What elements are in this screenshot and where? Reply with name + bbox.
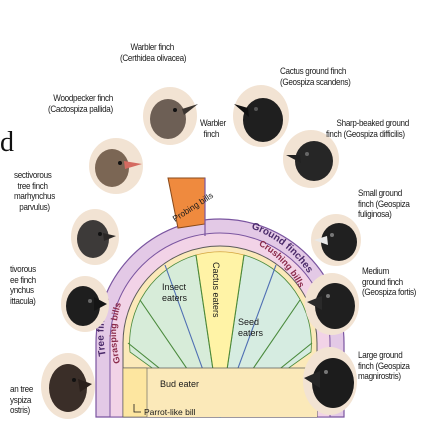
large-insectivorous-tree-finch-bird bbox=[60, 275, 110, 333]
medium-ground-finch-label: Medium ground finch (Geospiza fortis) bbox=[362, 266, 416, 298]
cactus-ground-finch-label: Cactus ground finch (Geospiza scandens) bbox=[280, 66, 351, 87]
insect-eaters-label-line2: eaters bbox=[162, 293, 188, 303]
woodpecker-finch-label: Woodpecker finch (Cactospiza pallida) bbox=[48, 93, 113, 114]
large-insectivorous-label: tivorous ee finch ynchus ittacula) bbox=[10, 264, 36, 306]
vegetarian-tree-finch-label: an tree yspiza ostris) bbox=[10, 384, 33, 416]
small-ground-finch-bird bbox=[310, 213, 362, 267]
warbler-finch-top-label: Warbler finch (Certhidea olivacea) bbox=[120, 42, 186, 63]
cactus-eaters-label: Cactus eaters bbox=[211, 262, 221, 318]
warbler-finch-top-bird bbox=[142, 86, 200, 146]
seed-eaters-label-line2: eaters bbox=[238, 328, 264, 338]
woodpecker-finch-bird bbox=[88, 137, 144, 195]
parrot-bill-label: Parrot-like bill bbox=[144, 407, 196, 417]
medium-ground-finch-bird bbox=[304, 272, 360, 336]
small-insectivorous-tree-finch-bird bbox=[70, 208, 120, 266]
bud-eater-label: Bud eater bbox=[160, 379, 199, 389]
large-ground-finch-label: Large ground finch (Geospiza magnirostri… bbox=[358, 350, 410, 382]
small-insectivorous-label: sectivorous tree finch marhynchus parvul… bbox=[14, 170, 55, 212]
large-ground-finch-bird bbox=[302, 346, 358, 416]
small-ground-finch-label: Small ground finch (Geospiza fuliginosa) bbox=[358, 188, 410, 220]
seed-eaters-label-line1: Seed bbox=[238, 317, 259, 327]
insect-eaters-label-line1: Insect bbox=[162, 282, 187, 292]
warbler-finch-mid-label: Warbler finch bbox=[200, 118, 226, 139]
vegetarian-tree-finch-bird bbox=[40, 352, 96, 420]
sharp-beaked-label: Sharp-beaked ground finch (Geospiza diff… bbox=[326, 118, 409, 139]
